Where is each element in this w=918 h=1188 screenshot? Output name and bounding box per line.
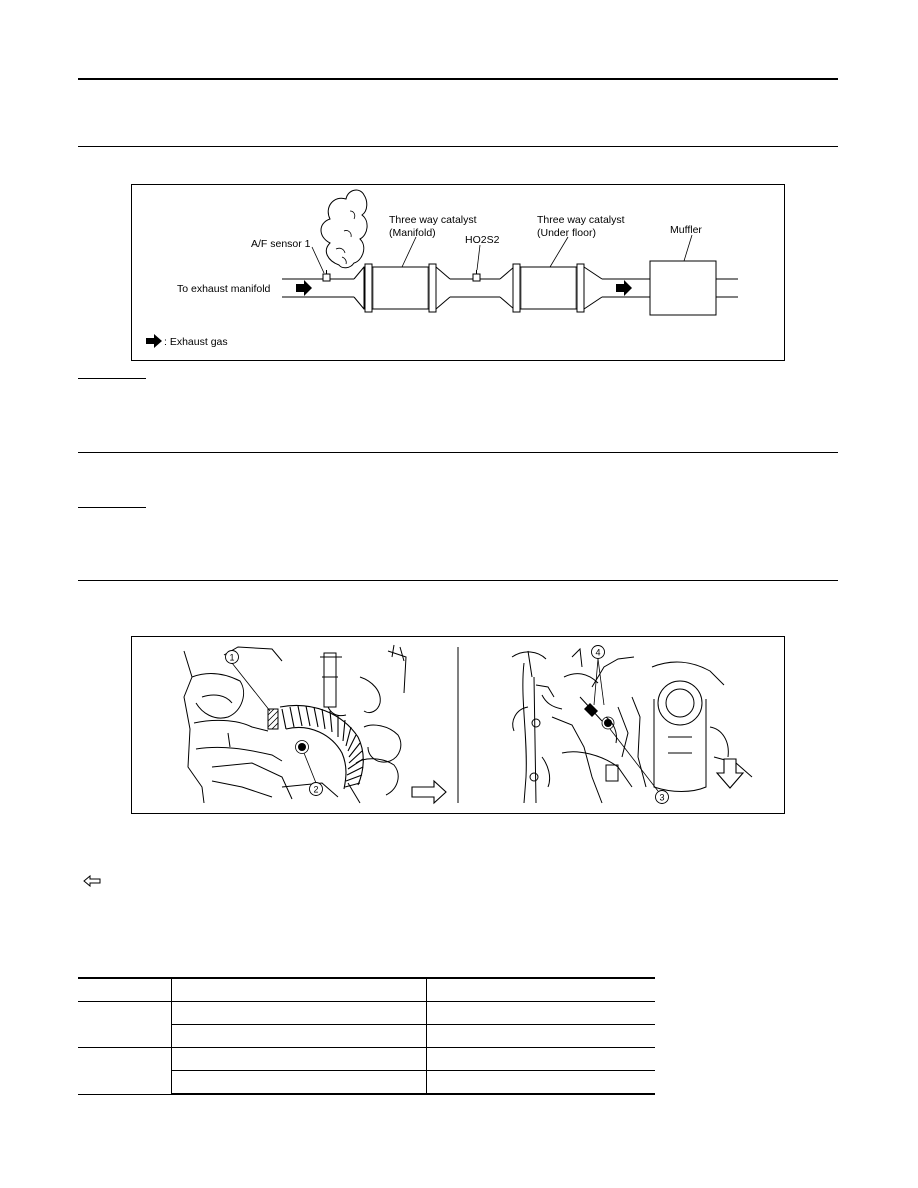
table-cell	[426, 1070, 655, 1095]
table-header-cell	[171, 977, 427, 1002]
table-cell	[171, 1070, 427, 1095]
label-twc-underfloor-1: Three way catalyst	[537, 214, 625, 226]
manifold-catalyst-body	[363, 266, 433, 310]
page-header-rule	[78, 78, 838, 80]
table-cell	[426, 1047, 655, 1071]
label-twc-manifold-1: Three way catalyst	[389, 214, 477, 226]
table-cell	[426, 1024, 655, 1048]
left-photo-engine-view	[183, 644, 407, 804]
muffler-body	[649, 260, 717, 316]
section-rule-3	[78, 580, 838, 581]
legend-exhaust-gas: : Exhaust gas	[164, 336, 228, 348]
label-to-exhaust-manifold: To exhaust manifold	[177, 283, 271, 295]
heading-underline-2	[78, 507, 146, 508]
sensor-3-location-mark	[601, 716, 615, 730]
label-twc-manifold-2: (Manifold)	[389, 227, 436, 239]
callout-4: 4	[595, 648, 600, 658]
sensor-1-location-mark	[267, 708, 279, 730]
table-row	[78, 1024, 655, 1048]
exhaust-flow-arrow-outlet	[616, 280, 632, 296]
component-location-svg: 1 2	[183, 644, 753, 805]
table-header-cell	[426, 977, 655, 1002]
spec-table	[78, 977, 655, 1095]
table-cell	[78, 1001, 172, 1048]
underfloor-catalyst-body	[513, 266, 583, 310]
table-cell	[78, 1047, 172, 1095]
ho2s2-symbol	[472, 273, 481, 282]
exhaust-diagram-svg: A/F sensor 1 Three way catalyst (Manifol…	[146, 189, 738, 348]
table-cell	[171, 1001, 427, 1025]
table-header-cell	[78, 977, 172, 1002]
label-twc-underfloor-2: (Under floor)	[537, 227, 596, 239]
sensor-4-location-mark	[579, 696, 603, 722]
label-ho2s2: HO2S2	[465, 234, 500, 246]
table-cell	[171, 1024, 427, 1048]
heading-underline-1	[78, 378, 146, 379]
exhaust-flow-arrow-inlet	[296, 280, 312, 296]
component-location-figure: 1 2	[131, 636, 785, 814]
table-row	[78, 1047, 655, 1095]
callout-3: 3	[659, 793, 664, 803]
air-intake-duct	[279, 704, 364, 790]
table-row	[78, 1070, 655, 1095]
table-header-row	[78, 977, 655, 1002]
section-rule-2	[78, 452, 838, 453]
table-cell	[426, 1001, 655, 1025]
exhaust-smoke-cloud	[320, 189, 368, 269]
table-row	[78, 1001, 655, 1048]
vehicle-front-arrow-down-icon	[715, 758, 745, 789]
table-cell	[171, 1047, 427, 1071]
vehicle-front-arrow-right-icon	[411, 779, 447, 805]
label-muffler: Muffler	[670, 224, 702, 236]
label-af-sensor-1: A/F sensor 1	[251, 238, 311, 250]
section-rule-1	[78, 146, 838, 147]
sensor-2-location-mark	[295, 740, 309, 754]
af-sensor-1-symbol	[322, 273, 331, 282]
legend-exhaust-arrow-icon	[146, 334, 162, 348]
hollow-left-arrow-icon	[83, 875, 101, 887]
exhaust-system-diagram: A/F sensor 1 Three way catalyst (Manifol…	[131, 184, 785, 361]
callout-2: 2	[313, 785, 318, 795]
callout-1: 1	[229, 653, 234, 663]
right-photo-engine-view	[511, 647, 753, 804]
